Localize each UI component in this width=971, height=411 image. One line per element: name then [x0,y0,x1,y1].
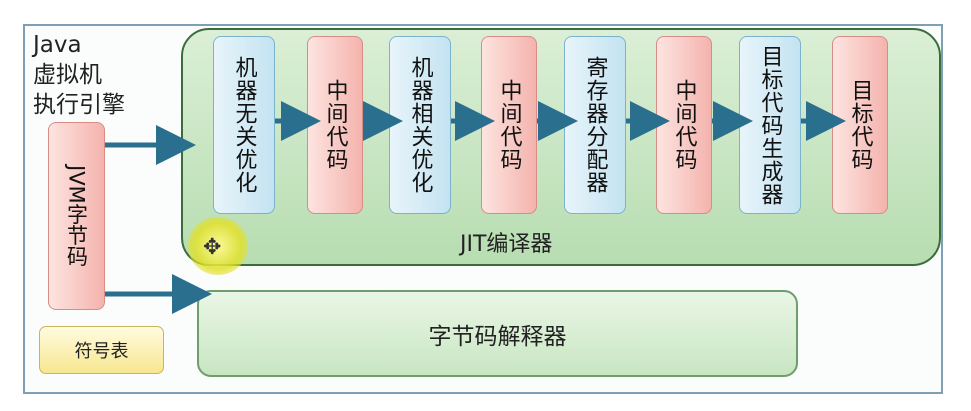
jit-compiler-label: JIT编译器 [460,232,553,257]
diagram-title: Java 虚拟机 执行引擎 [33,32,125,118]
pipeline-box-7: 目标代码生成器 [739,36,801,214]
pipeline-box-1: 机器无关优化 [213,36,275,214]
bytecode-interpreter-label: 字节码解释器 [428,323,567,350]
cursor-highlight [188,217,248,275]
symbol-table-box: 符号表 [39,326,164,374]
move-cursor-icon: ✥ [203,235,222,260]
jvm-bytecode-box: JVM字节码 [48,122,105,310]
bytecode-interpreter-panel: 字节码解释器 [197,290,798,377]
